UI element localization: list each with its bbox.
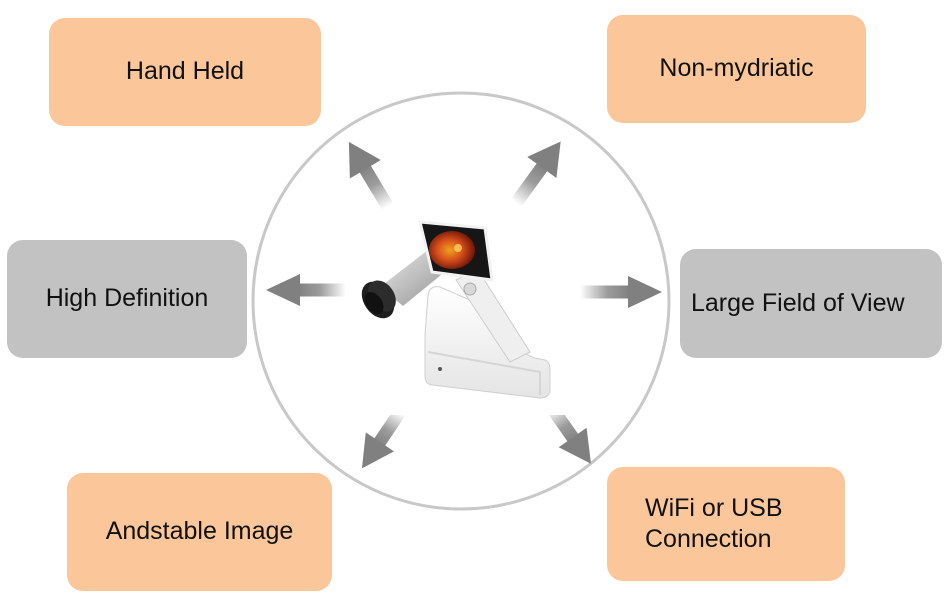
feature-large-field-of-view: Large Field of View (680, 249, 942, 358)
feature-high-definition: High Definition (7, 240, 247, 358)
feature-large-field-of-view-label: Large Field of View (691, 288, 905, 317)
arrow-to-non-mydriatic (510, 141, 561, 207)
feature-non-mydriatic: Non-mydriatic (607, 15, 866, 123)
arrow-to-large-field-of-view (580, 276, 662, 308)
feature-wifi-usb-connection-label: WiFi or USB Connection (645, 493, 783, 553)
feature-hand-held-label: Hand Held (125, 57, 245, 86)
feature-non-mydriatic-label: Non-mydriatic (659, 54, 814, 83)
feature-high-definition-label: High Definition (45, 284, 209, 313)
handheld-fundus-camera-icon (350, 212, 575, 415)
feature-wifi-usb-connection: WiFi or USB Connection (607, 467, 845, 581)
feature-hand-held: Hand Held (49, 18, 321, 126)
feature-antistable-image: Andstable Image (67, 473, 332, 591)
arrow-to-hand-held (348, 141, 394, 211)
arrow-to-high-definition (266, 274, 346, 306)
feature-antistable-image-label: Andstable Image (105, 517, 294, 546)
arrow-to-antistable-image (361, 408, 406, 469)
